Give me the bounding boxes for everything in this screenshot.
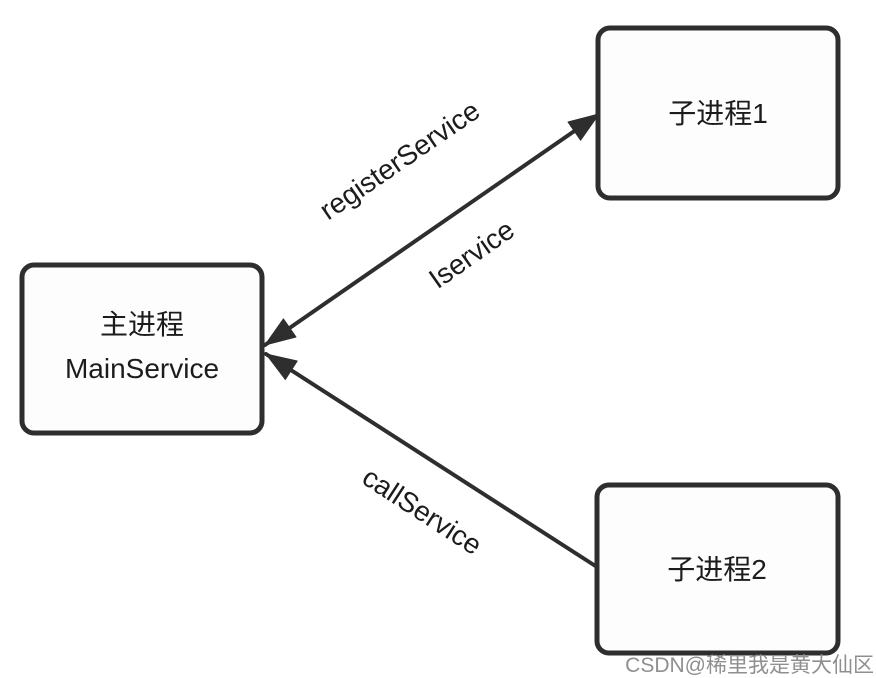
node-child-process-1: 子进程1	[595, 25, 841, 201]
node-child-process-2: 子进程2	[594, 482, 841, 656]
child-process-2-box	[594, 482, 841, 656]
main-process-title: 主进程	[100, 309, 184, 340]
arrowhead-into-main-lower	[265, 353, 298, 380]
main-process-subtitle: MainService	[65, 353, 219, 384]
edge-line-call-service	[264, 352, 599, 569]
csdn-watermark: CSDN@稀里我是黄大仙区	[625, 654, 874, 677]
child-process-2-title: 子进程2	[667, 554, 767, 585]
node-main-process: 主进程 MainService	[19, 262, 265, 436]
child-process-1-box	[595, 25, 841, 201]
main-process-box	[19, 262, 265, 436]
child-process-1-title: 子进程1	[668, 98, 768, 129]
arrowhead-into-child1	[567, 113, 600, 141]
edge-line-register-service	[263, 112, 601, 347]
arrowhead-into-main-upper	[264, 318, 297, 346]
